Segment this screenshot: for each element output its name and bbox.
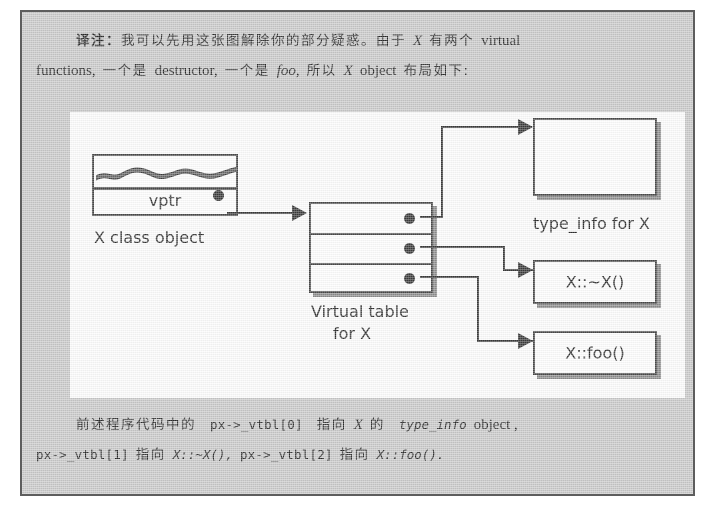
note-bottom-code-2: px->_vtbl[1] — [36, 447, 129, 462]
dtor-box-text: X::~X() — [565, 272, 625, 292]
translator-note-top: 译注：我可以先用这张图解除你的部分疑惑。由于 X 有两个 virtual functi… — [22, 26, 693, 86]
connector-slot2-seg1 — [420, 276, 479, 278]
note-bottom-text-e: 指向 — [339, 447, 370, 463]
note-bottom-text-c: 的 — [369, 417, 385, 433]
note-top-x-1: X — [413, 33, 423, 49]
connector-vptr-to-vtable — [227, 212, 297, 214]
note-bottom-typeinfo: type_info — [398, 417, 467, 432]
note-bottom-object: object , — [473, 417, 518, 433]
dtor-box: X::~X() — [533, 260, 657, 304]
note-top-virtual: virtual — [481, 33, 521, 49]
note-top-text-f: 布局如下: — [403, 63, 470, 79]
x-class-object-box: vptr — [92, 154, 238, 216]
note-top-destructor: destructor, — [154, 63, 218, 79]
note-top-text-d: 一个是 — [224, 63, 270, 79]
connector-slot2-seg2 — [477, 276, 479, 342]
vptr-pointer-dot — [213, 190, 224, 201]
note-bottom-text-b: 指向 — [316, 417, 347, 433]
x-class-object-caption: X class object — [94, 228, 205, 247]
note-top-functions: functions, — [36, 63, 96, 79]
note-top-text-b: 有两个 — [429, 33, 475, 49]
scanned-page-panel: 译注：我可以先用这张图解除你的部分疑惑。由于 X 有两个 virtual functi… — [20, 10, 695, 496]
note-top-x-2: X — [343, 63, 353, 79]
note-top-object: object — [359, 63, 397, 79]
note-bottom-sym-1: X::~X(), — [172, 447, 233, 462]
note-bottom-text-d: 指向 — [135, 447, 166, 463]
note-top-text-e: 所以 — [306, 63, 337, 79]
x-object-divider — [94, 187, 236, 190]
note-marker: 译注： — [76, 33, 121, 49]
note-bottom-x: X — [353, 417, 363, 433]
vtable-row-divider-2 — [311, 263, 431, 265]
foo-box: X::foo() — [533, 331, 657, 375]
connector-slot1-seg2 — [503, 246, 505, 271]
type-info-caption: type_info for X — [533, 214, 650, 233]
arrow-vptr-to-vtable — [292, 205, 307, 221]
connector-slot0-seg1 — [420, 216, 443, 218]
note-top-text-c: 一个是 — [102, 63, 148, 79]
note-bottom-code-3: px->_vtbl[2] — [239, 447, 333, 462]
vtable-slot-0-dot — [404, 213, 415, 224]
note-top-foo: foo, — [276, 63, 300, 79]
virtual-table-caption-line2: for X — [333, 324, 372, 343]
connector-slot0-seg3 — [441, 126, 532, 128]
note-top-line-1: 译注：我可以先用这张图解除你的部分疑惑。由于 X 有两个 virtual — [36, 26, 679, 56]
vtable-slot-1-dot — [404, 243, 415, 254]
note-bottom-line-2: px->_vtbl[1] 指向 X::~X(), px->_vtbl[2] 指向 X::f… — [36, 440, 679, 470]
connector-slot1-seg1 — [420, 246, 505, 248]
foo-box-text: X::foo() — [565, 343, 625, 363]
vptr-label: vptr — [148, 191, 182, 210]
wavy-data-members-icon — [96, 166, 238, 181]
arrow-slot2-to-foo — [518, 333, 533, 349]
virtual-table-caption-line1: Virtual table — [311, 302, 409, 321]
arrow-slot0-to-type-info — [518, 119, 533, 135]
diagram-canvas: vptr X class object Virtual table for X — [70, 112, 685, 398]
connector-slot0-seg2 — [441, 126, 443, 218]
vtable-row-divider-1 — [311, 233, 431, 235]
virtual-table-box — [309, 202, 433, 293]
arrow-slot1-to-dtor — [518, 262, 533, 278]
note-bottom-text-a: 前述程序代码中的 — [76, 417, 196, 433]
connector-slot2-seg3 — [477, 340, 533, 342]
vtable-slot-2-dot — [404, 273, 415, 284]
note-bottom-sym-2: X::foo(). — [376, 447, 445, 462]
note-top-text-a: 我可以先用这张图解除你的部分疑惑。由于 — [121, 33, 406, 49]
type-info-box — [533, 118, 657, 196]
note-bottom-code-1: px->_vtbl[0] — [210, 417, 303, 432]
